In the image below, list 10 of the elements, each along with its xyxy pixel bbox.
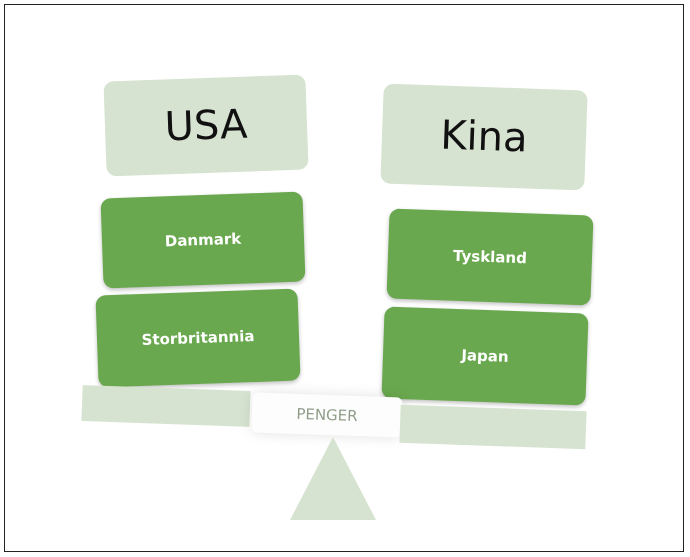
heading-card: USA [103, 74, 309, 176]
country-card: Danmark [100, 192, 306, 288]
left-platform [81, 385, 251, 427]
country-card: Tyskland [386, 208, 594, 306]
fulcrum-triangle [290, 437, 376, 520]
country-card: Japan [381, 306, 589, 406]
heading-card: Kina [380, 83, 588, 191]
beam-label: PENGER [251, 392, 403, 438]
country-card: Storbritannia [95, 288, 301, 388]
right-platform [399, 404, 587, 450]
